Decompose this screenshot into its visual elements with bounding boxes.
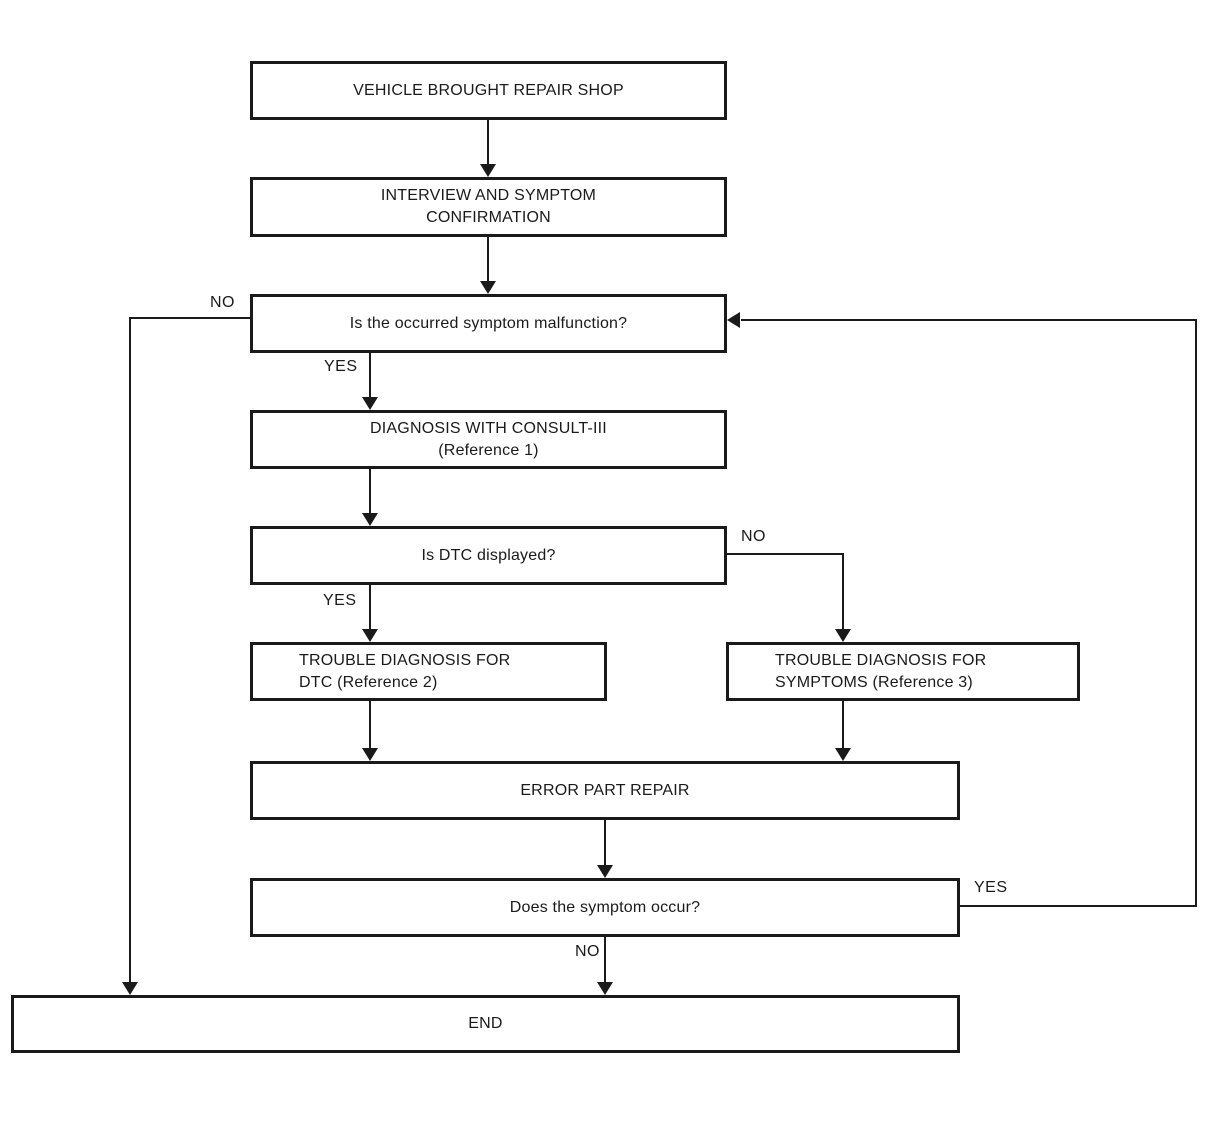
arrowhead-down-icon: [597, 865, 613, 878]
connector-malfunction-yes: [369, 353, 371, 398]
connector-dtc-no-vertical: [842, 553, 844, 630]
node-diagnosis-with-consult-iii: DIAGNOSIS WITH CONSULT-III (Reference 1): [250, 410, 727, 469]
edge-label-dtc-yes: YES: [321, 592, 359, 610]
arrowhead-down-icon: [122, 982, 138, 995]
connector-consult-to-dtc: [369, 469, 371, 514]
arrowhead-down-icon: [835, 629, 851, 642]
node-error-part-repair: ERROR PART REPAIR: [250, 761, 960, 820]
edge-label-malfunction-no: NO: [208, 294, 237, 312]
edge-label-dtc-no: NO: [739, 528, 768, 546]
node-interview-and-symptom-confirmation: INTERVIEW AND SYMPTOM CONFIRMATION: [250, 177, 727, 237]
edge-label-malfunction-yes: YES: [322, 358, 360, 376]
node-trouble-diagnosis-for-symptoms: TROUBLE DIAGNOSIS FOR SYMPTOMS (Referenc…: [726, 642, 1080, 701]
node-end: END: [11, 995, 960, 1053]
connector-loop-top-horizontal: [741, 319, 1197, 321]
arrowhead-down-icon: [362, 513, 378, 526]
connector-trouble-symptoms-to-repair: [842, 701, 844, 749]
edge-label-occur-no: NO: [573, 943, 602, 961]
node-trouble-diagnosis-for-dtc: TROUBLE DIAGNOSIS FOR DTC (Reference 2): [250, 642, 607, 701]
arrowhead-down-icon: [362, 397, 378, 410]
node-vehicle-brought-repair-shop: VEHICLE BROUGHT REPAIR SHOP: [250, 61, 727, 120]
connector-malfunction-no-vertical: [129, 317, 131, 983]
connector-occur-yes-vertical: [1195, 319, 1197, 907]
edge-label-occur-yes: YES: [972, 879, 1010, 897]
connector-vehicle-to-interview: [487, 120, 489, 165]
arrowhead-down-icon: [480, 281, 496, 294]
connector-dtc-yes: [369, 585, 371, 630]
node-is-dtc-displayed: Is DTC displayed?: [250, 526, 727, 585]
connector-dtc-no-horizontal: [727, 553, 844, 555]
connector-interview-to-malfunction: [487, 237, 489, 282]
arrowhead-left-icon: [727, 312, 740, 328]
arrowhead-down-icon: [835, 748, 851, 761]
connector-malfunction-no-horizontal: [129, 317, 250, 319]
connector-occur-no: [604, 937, 606, 983]
arrowhead-down-icon: [480, 164, 496, 177]
connector-occur-yes-horizontal: [960, 905, 1197, 907]
connector-trouble-dtc-to-repair: [369, 701, 371, 749]
arrowhead-down-icon: [362, 629, 378, 642]
node-is-occurred-symptom-malfunction: Is the occurred symptom malfunction?: [250, 294, 727, 353]
connector-repair-to-occur: [604, 820, 606, 866]
arrowhead-down-icon: [362, 748, 378, 761]
node-does-symptom-occur: Does the symptom occur?: [250, 878, 960, 937]
arrowhead-down-icon: [597, 982, 613, 995]
